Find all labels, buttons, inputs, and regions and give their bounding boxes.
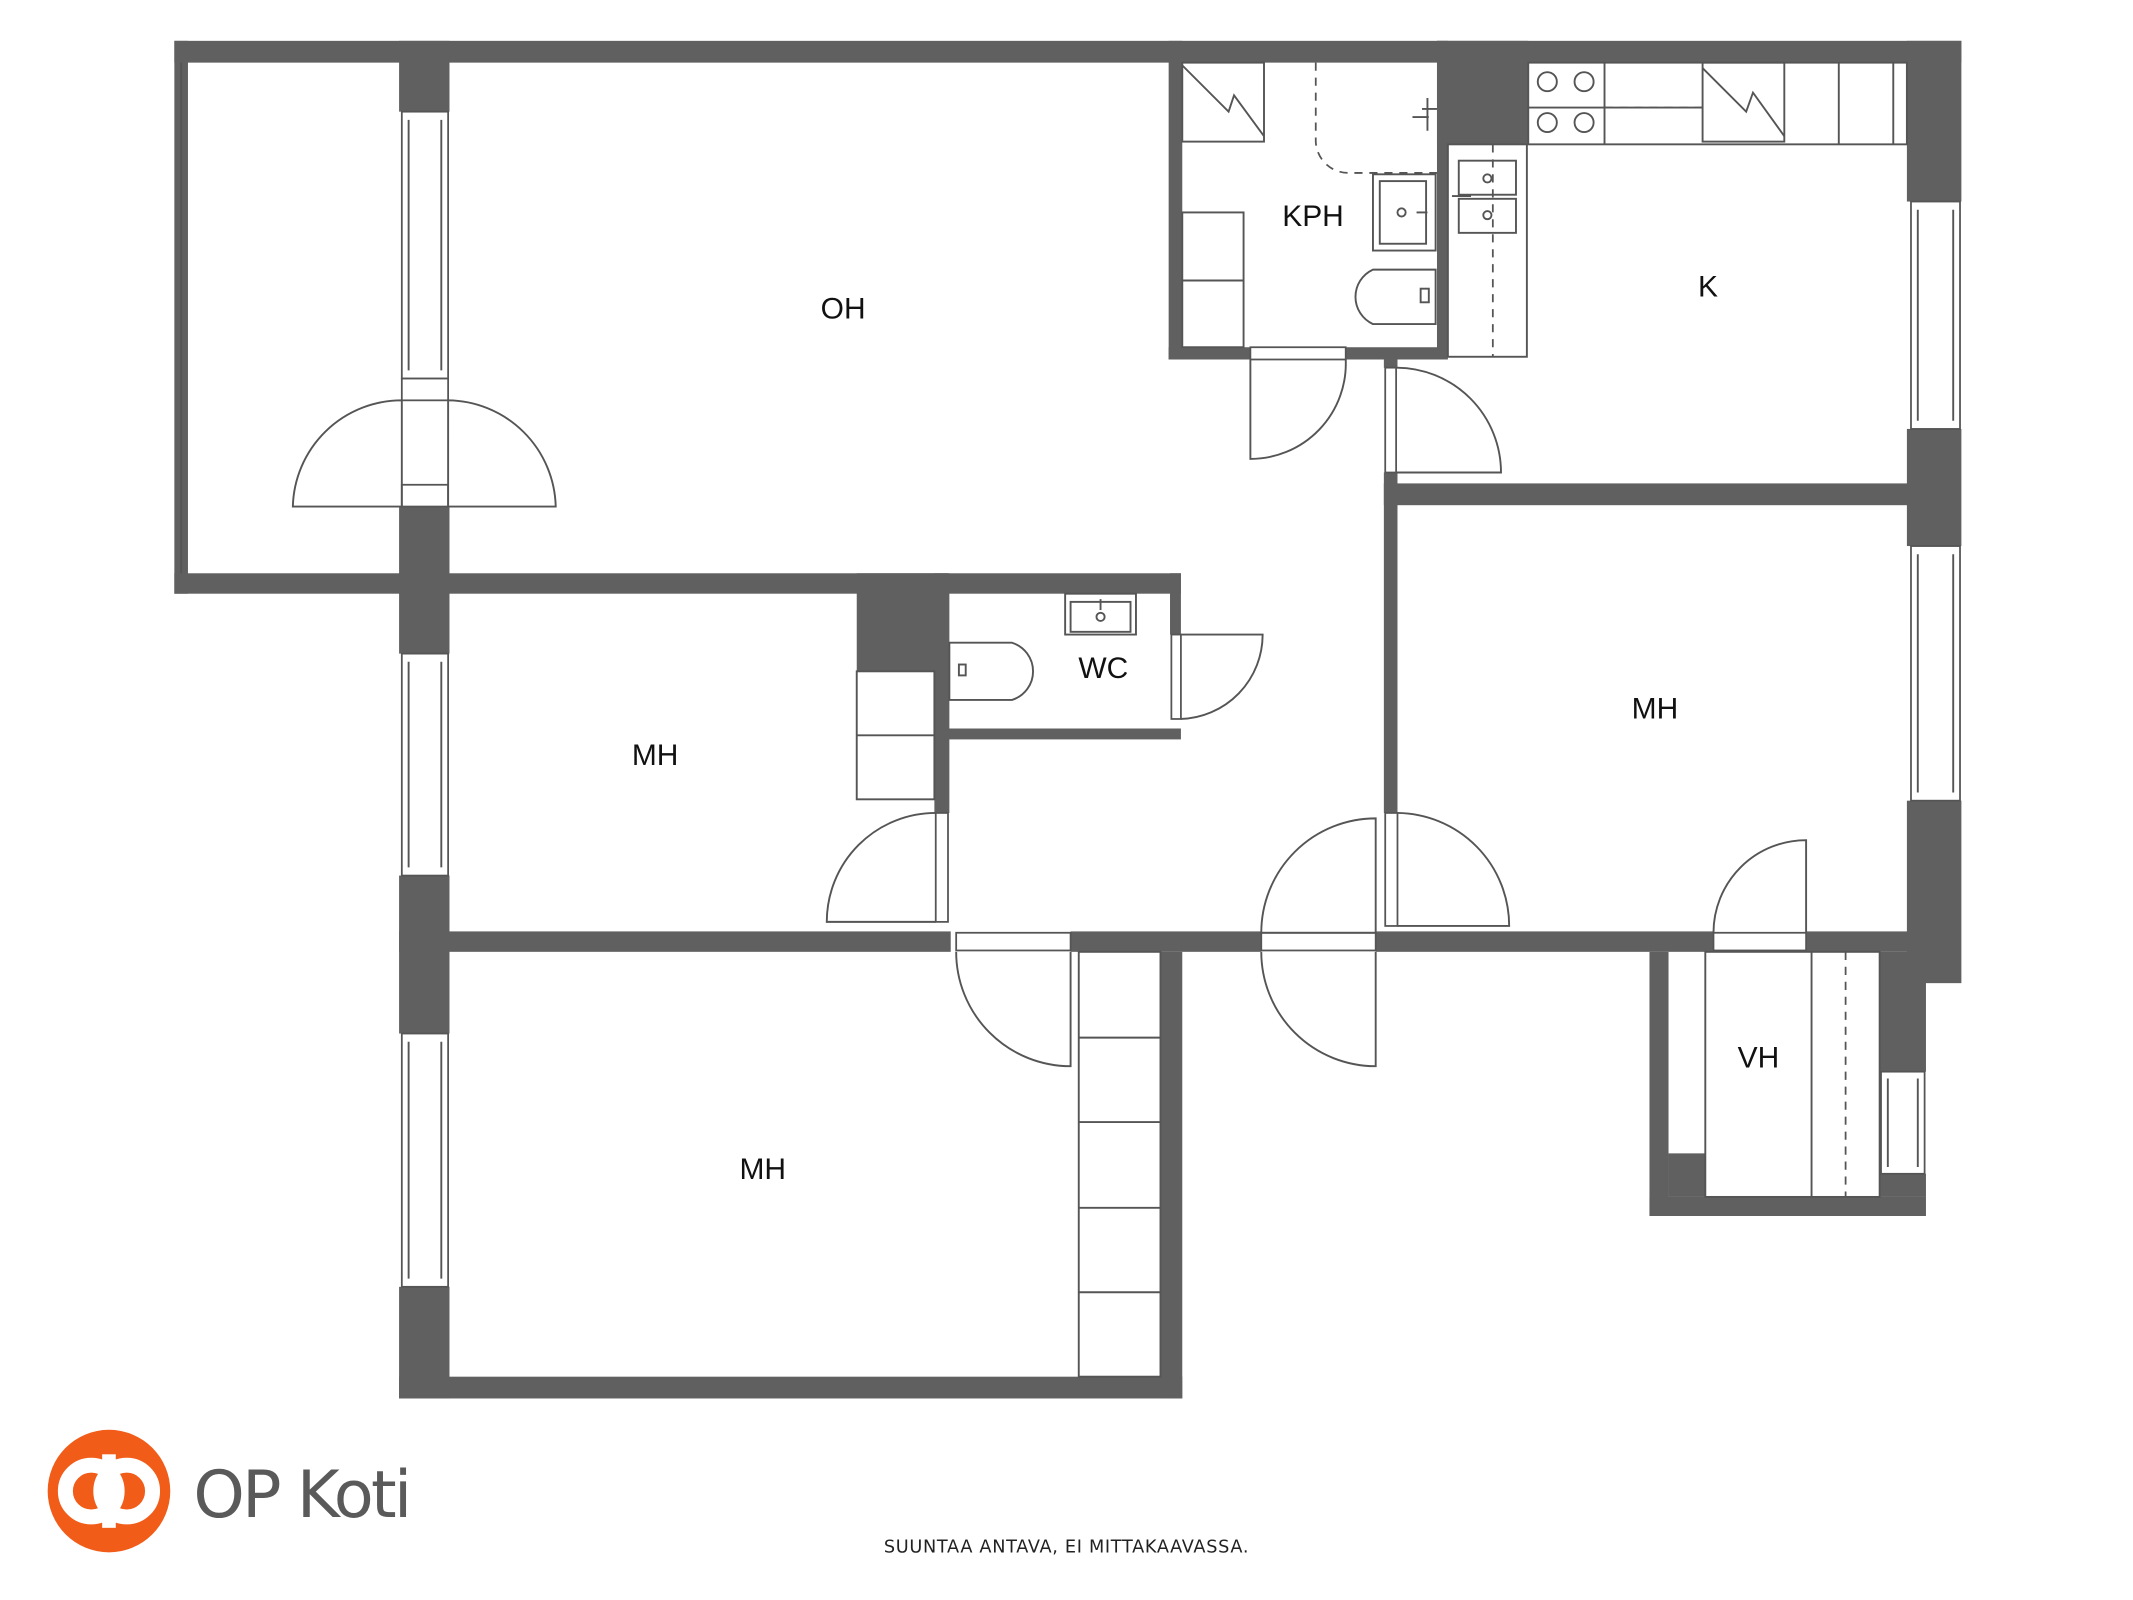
fixtures <box>855 61 1908 1378</box>
windows <box>180 62 1961 1288</box>
scale-disclaimer: SUUNTAA ANTAVA, EI MITTAKAAVASSA. <box>884 1537 1249 1557</box>
brand-name: OP Koti <box>193 1457 409 1533</box>
room-labels: OH KPH K WC MH MH MH VH <box>632 200 1779 1186</box>
room-label-oh: OH <box>821 292 866 325</box>
doors <box>291 346 1808 1068</box>
room-label-mh-left: MH <box>632 739 679 772</box>
room-label-wc: WC <box>1078 652 1128 685</box>
room-label-vh: VH <box>1738 1041 1780 1074</box>
op-logo-icon <box>47 1429 171 1553</box>
room-label-k: K <box>1698 271 1718 304</box>
room-label-kph: KPH <box>1282 200 1344 233</box>
room-label-mh-bottom: MH <box>739 1153 786 1186</box>
walls <box>174 40 1962 1399</box>
room-label-mh-right: MH <box>1632 693 1679 726</box>
